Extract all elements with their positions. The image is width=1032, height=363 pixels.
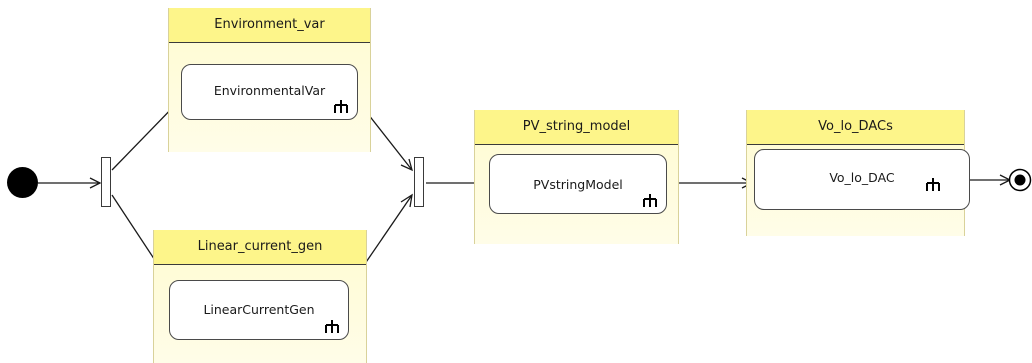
partition-linear-current-gen: Linear_current_gen LinearCurrentGen <box>153 230 367 363</box>
partition-title: Vo_lo_DACs <box>747 110 964 145</box>
action-label: PVstringModel <box>533 177 623 192</box>
partition-title: PV_string_model <box>475 110 678 145</box>
action-label: Vo_lo_DAC <box>829 170 895 185</box>
partition-title: Environment_var <box>169 8 370 43</box>
action-label: EnvironmentalVar <box>213 83 326 98</box>
arrowhead <box>89 177 102 189</box>
partition-vo-lo-dacs: Vo_lo_DACs Vo_lo_DAC <box>746 110 970 236</box>
action-pvstringmodel[interactable]: PVstringModel <box>489 154 667 214</box>
arrowhead <box>400 193 413 208</box>
partition-pv-string-model: PV_string_model PVstringModel <box>474 110 679 244</box>
partition-title: Linear_current_gen <box>154 230 366 265</box>
partition-environment-var: Environment_var EnvironmentalVar <box>168 8 371 152</box>
action-vo-lo-dac[interactable]: Vo_lo_DAC <box>754 149 970 210</box>
fork-bar[interactable] <box>101 157 111 207</box>
call-behavior-rake-icon <box>334 100 348 113</box>
join-bar[interactable] <box>414 157 424 207</box>
activity-final-node[interactable] <box>1008 168 1032 192</box>
action-label: LinearCurrentGen <box>203 302 315 317</box>
action-environmentalvar[interactable]: EnvironmentalVar <box>181 64 358 120</box>
call-behavior-rake-icon <box>325 320 339 333</box>
initial-node[interactable] <box>7 167 38 198</box>
arrowhead <box>400 158 413 172</box>
action-linearcurrentgen[interactable]: LinearCurrentGen <box>169 280 349 340</box>
call-behavior-rake-icon <box>643 194 657 207</box>
call-behavior-rake-icon <box>926 178 940 191</box>
